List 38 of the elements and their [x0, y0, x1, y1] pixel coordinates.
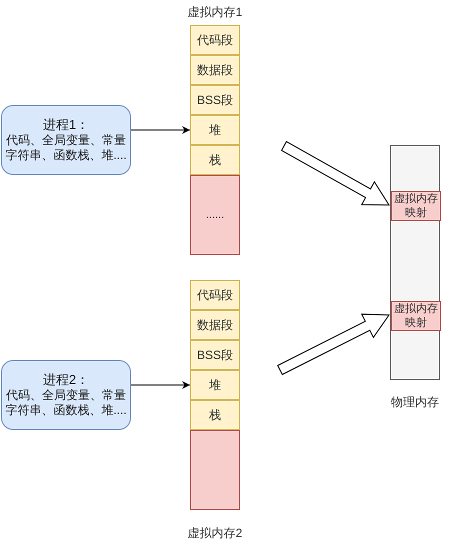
segment-label: 堆: [209, 122, 221, 139]
segment-label: 虚拟内存映射: [393, 302, 439, 330]
free-segment-cell: [190, 175, 240, 255]
segment-cell: [190, 370, 240, 400]
arrow: [130, 381, 190, 389]
segment-label: 代码段: [197, 32, 233, 49]
segment-label: 栈: [209, 152, 221, 169]
segment-cell: [190, 280, 240, 310]
segment-label: ......: [206, 208, 224, 223]
process-description: 代码、全局变量、常量字符串、函数栈、堆....: [5, 388, 127, 418]
segment-cell: [190, 55, 240, 85]
segment-label: 数据段: [197, 317, 233, 334]
column-title: 虚拟内存2: [188, 525, 242, 541]
segment-cell: [190, 310, 240, 340]
segment-label: 栈: [209, 407, 221, 424]
segment-cell: [190, 85, 240, 115]
segment-label: 代码段: [197, 287, 233, 304]
block-arrow: [277, 314, 390, 376]
segment-label: 数据段: [197, 62, 233, 79]
segment-label: 堆: [209, 377, 221, 394]
column-title: 虚拟内存1: [188, 4, 242, 21]
process-box: [1, 360, 131, 430]
segment-cell: [190, 400, 240, 430]
segment-label: BSS段: [196, 92, 233, 109]
arrow: [130, 126, 190, 134]
segment-label: BSS段: [196, 347, 233, 364]
process-title: 进程2：: [42, 372, 90, 388]
column-title: 物理内存: [391, 394, 439, 411]
segment-cell: [190, 115, 240, 145]
segment-label: 虚拟内存映射: [393, 192, 439, 220]
process-box: [1, 105, 131, 175]
process-description: 代码、全局变量、常量字符串、函数栈、堆....: [5, 133, 127, 163]
block-arrow: [280, 140, 390, 206]
segment-cell: [190, 340, 240, 370]
process-title: 进程1：: [42, 117, 90, 133]
segment-cell: [190, 25, 240, 55]
free-segment-cell: [190, 430, 240, 510]
segment-cell: [190, 145, 240, 175]
